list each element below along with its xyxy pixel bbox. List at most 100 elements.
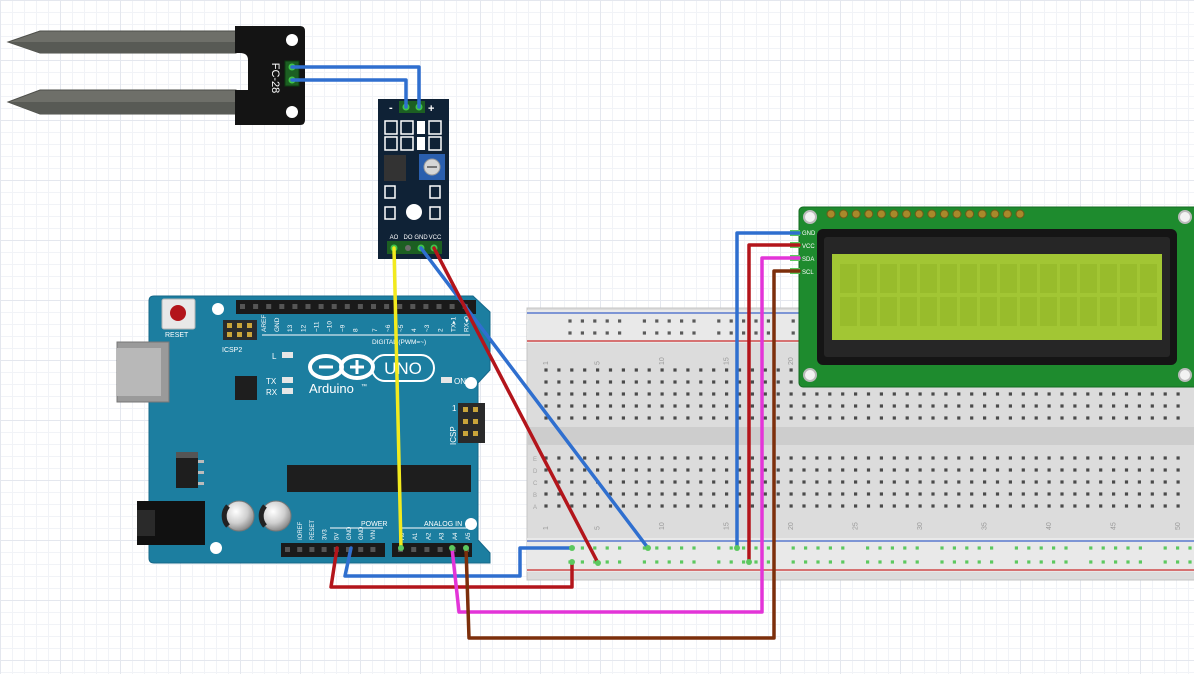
- breadboard-hole: [804, 560, 808, 564]
- breadboard-hole: [776, 480, 780, 484]
- breadboard-hole: [957, 468, 961, 472]
- breadboard-hole: [866, 546, 870, 550]
- module-pad: [417, 121, 425, 134]
- breadboard-hole: [802, 492, 806, 496]
- breadboard-hole: [944, 492, 948, 496]
- breadboard-hole: [1099, 492, 1103, 496]
- breadboard-hole: [660, 492, 664, 496]
- breadboard-hole: [915, 560, 919, 564]
- breadboard-hole: [990, 560, 994, 564]
- breadboard-hole: [1021, 504, 1025, 508]
- breadboard-hole: [1008, 480, 1012, 484]
- breadboard-hole: [802, 404, 806, 408]
- module-pad: [428, 136, 442, 151]
- breadboard-hole: [970, 492, 974, 496]
- breadboard-hole: [776, 368, 780, 372]
- uno-label: UNO: [384, 359, 422, 378]
- breadboard-hole: [712, 380, 716, 384]
- breadboard-hole: [776, 456, 780, 460]
- lcd-character-cell: [1100, 264, 1117, 293]
- breadboard-hole: [763, 416, 767, 420]
- lcd-character-cell: [1100, 297, 1117, 326]
- breadboard-hole: [1150, 416, 1154, 420]
- power-pin-label: GND: [359, 526, 365, 540]
- breadboard-hole: [1073, 392, 1077, 396]
- wire-lcd-gnd: [735, 231, 801, 550]
- digital-header-label: DIGITAL (PWM=~): [372, 339, 426, 346]
- lcd-header-pin: [927, 209, 937, 219]
- breadboard-hole: [776, 380, 780, 384]
- breadboard-hole: [918, 480, 922, 484]
- breadboard-hole: [725, 456, 729, 460]
- digital-header-pin: [305, 304, 311, 309]
- breadboard-hole: [729, 319, 733, 323]
- breadboard-hole: [983, 416, 987, 420]
- breadboard-hole: [750, 380, 754, 384]
- breadboard-hole: [1163, 560, 1167, 564]
- wire-endpoint: [449, 545, 455, 551]
- breadboard-hole: [815, 456, 819, 460]
- breadboard-hole: [1138, 546, 1142, 550]
- digital-pin-label: ~11: [313, 321, 320, 332]
- analog-label: ANALOG IN: [424, 521, 462, 528]
- breadboard-hole: [1176, 480, 1180, 484]
- breadboard-hole: [570, 416, 574, 420]
- breadboard-hole: [1176, 404, 1180, 408]
- breadboard-hole: [621, 492, 625, 496]
- breadboard-hole: [957, 456, 961, 460]
- analog-header: [392, 543, 472, 557]
- breadboard-hole: [737, 492, 742, 496]
- breadboard-hole: [729, 331, 733, 335]
- breadboard-hole: [667, 319, 671, 323]
- breadboard-hole: [712, 468, 716, 472]
- lcd-pin-label: VCC: [802, 244, 815, 250]
- breadboard-hole: [1064, 560, 1068, 564]
- breadboard-hole: [854, 480, 858, 484]
- breadboard-hole: [1060, 468, 1064, 472]
- breadboard-hole: [1099, 456, 1103, 460]
- lcd-pin-label: GND: [802, 231, 816, 237]
- breadboard-hole: [1150, 480, 1154, 484]
- breadboard-hole: [1089, 546, 1093, 550]
- breadboard-hole: [841, 546, 845, 550]
- led-rx: [282, 388, 293, 394]
- breadboard-hole: [655, 546, 659, 550]
- breadboard-hole: [1086, 456, 1090, 460]
- breadboard-hole: [1060, 416, 1064, 420]
- breadboard-hole: [940, 560, 944, 564]
- lcd-character-cell: [1020, 297, 1037, 326]
- breadboard-hole: [712, 504, 716, 508]
- digital-pin-label: 4: [411, 328, 418, 332]
- power-label: POWER: [361, 521, 387, 528]
- icsp-pin-one-label: 1: [452, 404, 457, 413]
- breadboard-hole: [1163, 546, 1167, 550]
- breadboard-hole: [717, 319, 721, 323]
- breadboard-hole: [596, 468, 600, 472]
- breadboard-hole: [957, 492, 961, 496]
- breadboard-hole: [1086, 480, 1090, 484]
- breadboard-hole: [557, 368, 561, 372]
- breadboard-hole: [557, 380, 561, 384]
- breadboard-hole: [1034, 456, 1038, 460]
- breadboard-hole: [544, 492, 548, 496]
- breadboard-hole: [699, 504, 703, 508]
- lcd-character-cell: [920, 264, 937, 293]
- breadboard-hole: [828, 468, 832, 472]
- lcd-header-pins: [826, 209, 1025, 219]
- breadboard-hole: [660, 380, 664, 384]
- breadboard-hole: [841, 456, 845, 460]
- breadboard-hole: [717, 331, 721, 335]
- breadboard-hole: [737, 468, 742, 472]
- breadboard-hole: [983, 492, 987, 496]
- breadboard-hole: [854, 392, 858, 396]
- breadboard-hole: [1008, 492, 1012, 496]
- breadboard-hole: [879, 504, 883, 508]
- power-header-pin: [370, 547, 376, 552]
- regulator-pin: [198, 460, 204, 463]
- breadboard-hole: [990, 546, 994, 550]
- breadboard-hole: [866, 416, 871, 420]
- breadboard-hole: [667, 546, 671, 550]
- arduino-pcb: [148, 295, 491, 564]
- breadboard-hole: [544, 380, 548, 384]
- breadboard-hole: [776, 492, 780, 496]
